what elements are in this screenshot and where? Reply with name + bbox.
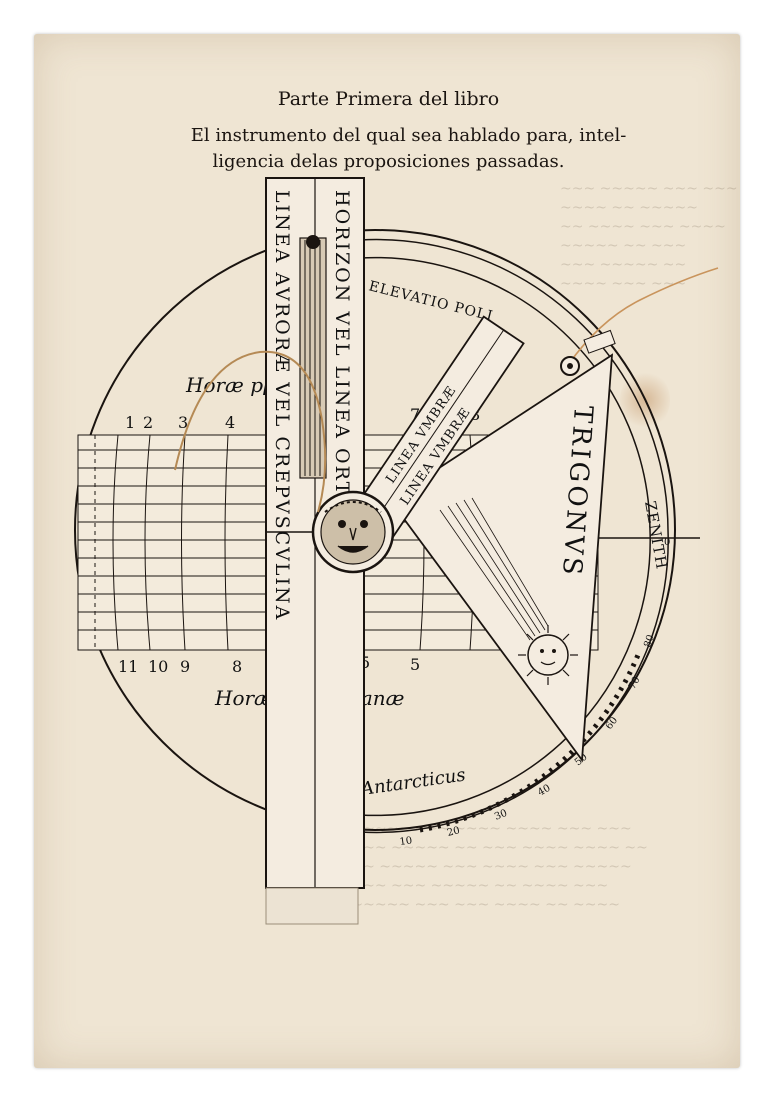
outer-circle [74,229,676,831]
moon-face-icon [311,490,395,574]
svg-text:10: 10 [399,835,413,848]
zenith-label: ZENITH [641,500,671,572]
pivot-knot-center [567,363,573,369]
bleed-through-text: ~~~ ~~~~~ ~~~ ~~~~~~~ ~~ ~~~~~~~ ~~~~ ~~… [560,181,738,292]
bleed-through-text: ~~~~ ~~~~~ ~~~ ~~~~ ~~~~ ~~~ ~~~~~~ ~~~~… [300,821,648,913]
degree-ring-inner [359,256,651,817]
svg-text:40: 40 [536,783,553,799]
pointer-tab [583,329,616,354]
hour-number: 9 [180,657,190,676]
hour-number: 3 [178,413,188,432]
svg-text:70: 70 [627,675,643,691]
hour-number: 8 [232,657,242,676]
rule-left-label: LINEA AVRORÆ VEL CREPVSCVLINA [271,190,293,621]
comet-rays [439,497,549,641]
caption-line-2: ligencia delas proposiciones passadas. [212,151,565,172]
hour-number: 11 [118,657,138,676]
svg-text:30: 30 [493,808,509,823]
hour-number: 2 [143,413,153,432]
svg-text:60: 60 [604,715,621,732]
svg-text:0: 0 [664,537,670,548]
caption-line-1: El instrumento del qual sea hablado para… [190,125,627,146]
hour-number: 1 [125,413,135,432]
svg-text:80: 80 [642,633,656,649]
hour-number: 5 [360,653,370,672]
hour-number: 10 [148,657,168,676]
thread [174,350,327,513]
hour-number: 4 [225,413,235,432]
hour-number: 7 [410,405,420,424]
sun-face-icon [518,625,578,685]
elevation-label: ELEVATIO POLI [367,278,495,324]
antarctic-label: Antarcticus [358,765,467,801]
svg-text:20: 20 [446,825,461,839]
hour-number: 5 [410,655,420,674]
degree-ring-outer [359,238,669,834]
part-title: Parte Primera del libro [277,88,500,110]
rule-right-label: HORIZON VEL LINEA ORTVS [331,190,353,527]
